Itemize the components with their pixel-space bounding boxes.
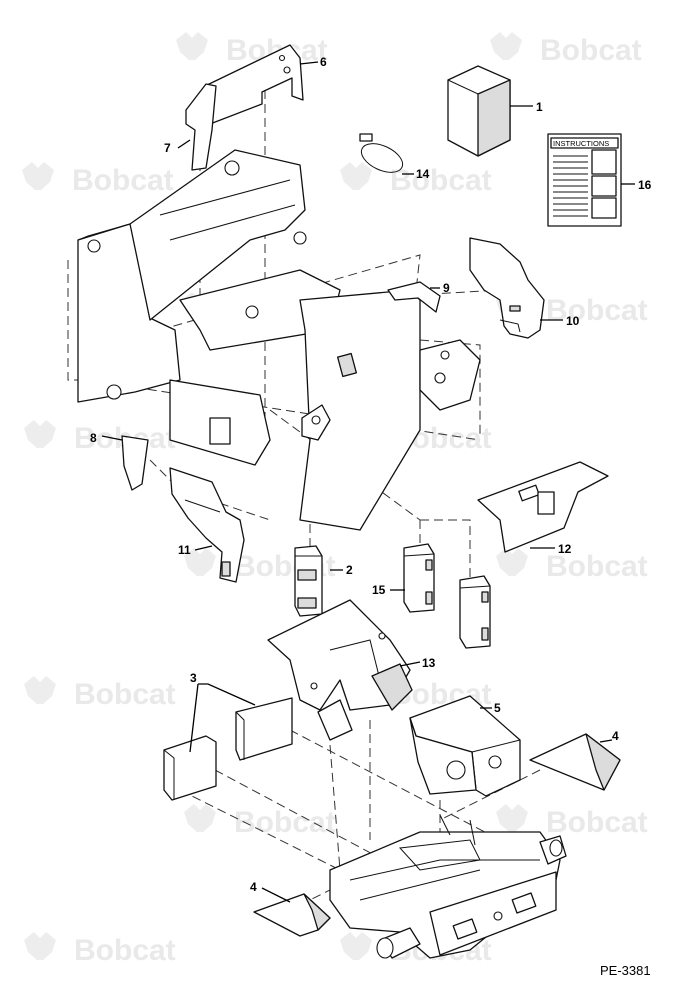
main-chassis-frame: [77, 149, 481, 531]
bobcat-head-icon: [24, 676, 56, 704]
bobcat-logo-watermark: Bobcat: [184, 804, 336, 839]
bobcat-head-icon: [184, 804, 216, 832]
bobcat-head-icon: [496, 804, 528, 832]
callout-labels: 1 2 3 4 4 5 6 7 8 9 10 11 12 13 14 15 16: [90, 55, 652, 894]
callout-9: 9: [443, 281, 450, 295]
part-4-mat-lower: [253, 893, 331, 937]
part-2-foam-block: [294, 545, 323, 617]
watermark-text: Bobcat: [74, 934, 176, 967]
callout-15: 15: [372, 583, 386, 597]
callout-2: 2: [346, 563, 353, 577]
part-14-cable-tie: [359, 133, 404, 173]
callout-4-lower: 4: [250, 880, 257, 894]
callout-12: 12: [558, 542, 572, 556]
bobcat-logo-watermark: Bobcat: [24, 932, 176, 967]
part-15-foam-blocks: [403, 543, 491, 649]
part-10-side-panel: [469, 237, 545, 339]
bobcat-head-icon: [176, 32, 208, 60]
bobcat-logo-watermark: Bobcat: [496, 804, 648, 839]
callout-7: 7: [164, 141, 171, 155]
bobcat-head-icon: [24, 420, 56, 448]
instructions-label: INSTRUCTIONS: [553, 139, 609, 148]
callout-5: 5: [494, 701, 501, 715]
watermark-text: Bobcat: [540, 34, 642, 67]
bobcat-head-icon: [184, 548, 216, 576]
part-5-cover: [409, 695, 521, 797]
figure-code: PE-3381: [600, 963, 651, 978]
watermark-text: Bobcat: [72, 164, 174, 197]
part-8-small-pad: [121, 435, 149, 491]
bobcat-logo-watermark: Bobcat: [24, 420, 176, 455]
part-13-mount-bracket: [267, 599, 413, 741]
part-3-blocks: [163, 697, 293, 801]
callout-4-upper: 4: [612, 729, 619, 743]
part-11-lower-panel: [169, 467, 245, 583]
callout-11: 11: [178, 543, 191, 557]
bobcat-logo-watermark: Bobcat: [24, 676, 176, 711]
callout-14: 14: [416, 167, 430, 181]
callout-leaders: [101, 61, 635, 903]
watermark-text: Bobcat: [234, 806, 336, 839]
watermark-text: Bobcat: [390, 164, 492, 197]
bobcat-logo-watermark: Bobcat: [340, 162, 492, 197]
callout-3: 3: [190, 671, 197, 685]
lower-chassis-base: [329, 814, 567, 959]
watermark-text: Bobcat: [546, 294, 648, 327]
part-16-instructions-document: INSTRUCTIONS: [547, 133, 622, 227]
bobcat-logo-watermark: Bobcat: [490, 32, 642, 67]
callout-13: 13: [422, 656, 436, 670]
watermark-text: Bobcat: [546, 806, 648, 839]
part-12-floor-pad: [477, 461, 609, 553]
part-9-small-clip: [387, 281, 441, 313]
part-1-box: [447, 65, 511, 157]
bobcat-logo-watermark: Bobcat: [176, 32, 328, 67]
watermark-text: Bobcat: [74, 678, 176, 711]
bobcat-head-icon: [496, 548, 528, 576]
bobcat-head-icon: [340, 932, 372, 960]
watermark-text: Bobcat: [546, 550, 648, 583]
callout-1: 1: [536, 100, 543, 114]
bobcat-head-icon: [24, 932, 56, 960]
bobcat-head-icon: [490, 32, 522, 60]
bobcat-head-icon: [340, 162, 372, 190]
callout-8: 8: [90, 431, 97, 445]
bobcat-head-icon: [22, 162, 54, 190]
part-7-side-bracket: [185, 83, 217, 171]
callout-10: 10: [566, 314, 580, 328]
callout-6: 6: [320, 55, 327, 69]
bobcat-logo-watermark: Bobcat: [496, 548, 648, 583]
part-4-mat-upper: [529, 733, 621, 791]
callout-16: 16: [638, 178, 652, 192]
bobcat-logo-watermark: Bobcat: [22, 162, 174, 197]
